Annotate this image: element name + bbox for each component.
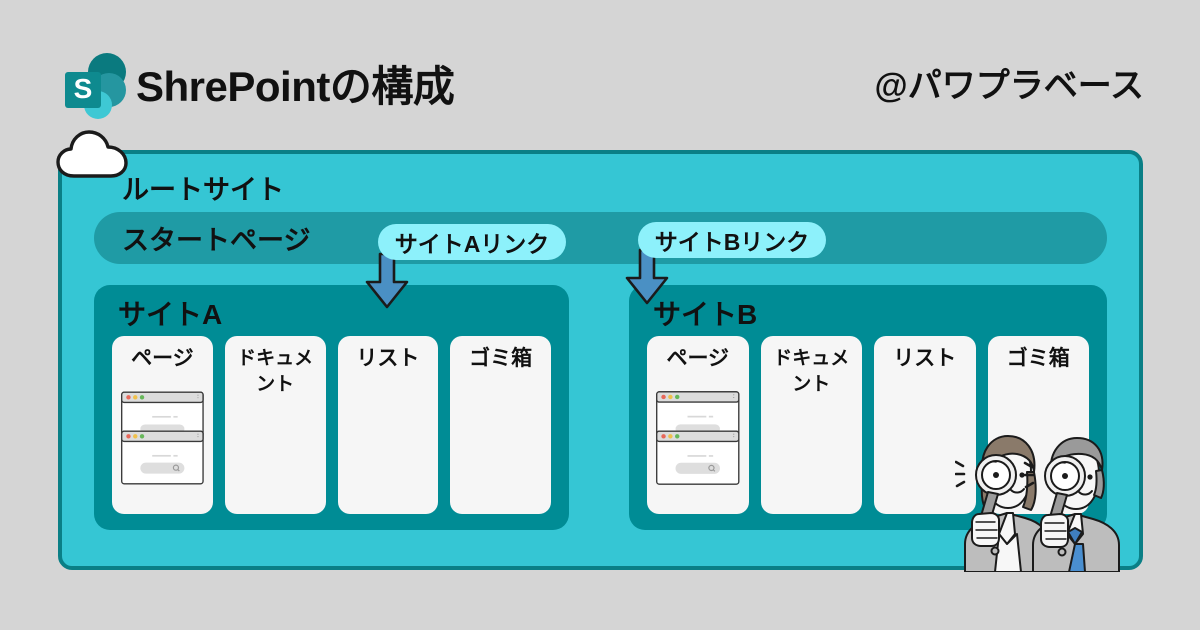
card-page-label: ページ <box>666 347 730 370</box>
card-page[interactable]: ページ <box>647 336 749 514</box>
card-page-label: ページ <box>131 347 194 370</box>
card-list[interactable]: リスト <box>337 336 439 514</box>
cloud-icon <box>56 126 134 182</box>
arrow-down-icon <box>364 252 410 310</box>
card-document-label: ドキュメント <box>773 348 850 395</box>
author-handle: @パワプラベース <box>874 67 1144 105</box>
card-list-label: リスト <box>893 347 957 370</box>
card-recycle-bin-label: ゴミ箱 <box>1006 347 1070 370</box>
card-recycle-bin-label: ゴミ箱 <box>469 347 533 370</box>
browser-windows-icon <box>120 378 205 498</box>
card-document[interactable]: ドキュメント <box>760 336 862 514</box>
site-b-label: サイトB <box>653 299 758 330</box>
browser-windows-icon <box>655 378 741 498</box>
start-page-label: スタートページ <box>122 225 311 256</box>
root-site-label: ルートサイト <box>122 175 284 205</box>
svg-text:S: S <box>74 73 93 104</box>
site-a-cards: ページ <box>112 336 551 514</box>
search-icon <box>708 464 716 472</box>
card-document-label: ドキュメント <box>237 348 314 395</box>
page-header: S ShrePointの構成 @パワプラベース <box>0 0 1200 140</box>
root-site-container: ルートサイト スタートページ サイトA ページ <box>58 150 1143 570</box>
site-b-link-label: サイトBリンク <box>654 229 810 255</box>
card-page[interactable]: ページ <box>112 336 213 514</box>
page-title: ShrePointの構成 <box>136 63 455 110</box>
card-recycle-bin[interactable]: ゴミ箱 <box>450 336 551 514</box>
two-people-with-magnifiers-illustration <box>955 412 1125 572</box>
card-list-label: リスト <box>356 347 420 370</box>
site-a-panel: サイトA ページ <box>94 285 569 530</box>
search-icon <box>172 464 180 472</box>
start-page-bar: スタートページ <box>94 212 1107 264</box>
site-a-link-label: サイトAリンク <box>394 231 550 257</box>
card-document[interactable]: ドキュメント <box>224 336 326 514</box>
site-a-link-badge[interactable]: サイトAリンク <box>378 224 566 260</box>
site-b-link-badge[interactable]: サイトBリンク <box>638 222 826 258</box>
site-a-label: サイトA <box>118 299 223 330</box>
sharepoint-logo: S <box>62 52 134 124</box>
